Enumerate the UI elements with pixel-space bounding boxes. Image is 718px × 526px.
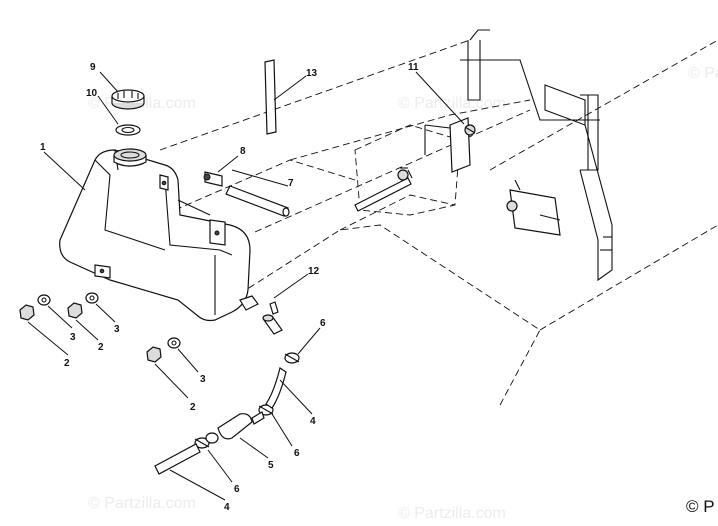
washer (37, 292, 181, 349)
bolt-head (506, 200, 518, 212)
copyright-mark: © P (686, 497, 715, 516)
fuel-line-long (354, 167, 413, 212)
callout-7: 7 (288, 178, 294, 189)
fuel-hose-upper (265, 367, 287, 409)
watermark-text: © Partzilla.com (688, 65, 718, 82)
fuel-hose-lower (154, 443, 201, 475)
callout-labels: 1 2 2 2 3 3 3 4 4 5 6 6 6 7 8 9 10 11 12… (40, 62, 419, 513)
callout-6: 6 (234, 484, 240, 495)
callout-3: 3 (200, 374, 206, 385)
callout-2: 2 (64, 358, 70, 369)
callout-9: 9 (90, 62, 96, 73)
frame-uprights (460, 29, 613, 282)
watermark-text: © Partzilla.com (398, 95, 506, 112)
callout-4: 4 (224, 502, 230, 513)
shutoff-valve (262, 301, 283, 335)
callout-3: 3 (70, 332, 76, 343)
mount-bracket-upper (424, 117, 471, 173)
callout-4: 4 (310, 416, 316, 427)
callout-13: 13 (306, 68, 318, 79)
hose-clamp-upper (284, 352, 300, 364)
watermark-text: © Partzilla.com (88, 495, 196, 512)
callout-6: 6 (320, 318, 326, 329)
callout-8: 8 (240, 146, 246, 157)
callout-5: 5 (268, 460, 274, 471)
fuel-cap (111, 89, 145, 110)
callout-2: 2 (190, 402, 196, 413)
watermark-layer: © Partzilla.com © Partzilla.com © Partzi… (88, 65, 718, 522)
bolt-11 (464, 124, 476, 136)
nut (19, 302, 162, 363)
cap-gasket (115, 124, 141, 136)
callout-6: 6 (294, 448, 300, 459)
callout-3: 3 (114, 324, 120, 335)
mount-bracket-right (506, 179, 561, 236)
watermark-text: © Partzilla.com (398, 505, 506, 522)
callout-2: 2 (98, 342, 104, 353)
callout-12: 12 (308, 266, 320, 277)
decal-strip (264, 59, 277, 135)
vent-fitting (203, 171, 223, 187)
callout-1: 1 (40, 142, 46, 153)
leader-lines (27, 71, 465, 501)
fuel-tank (59, 148, 259, 322)
vent-hose (225, 185, 290, 217)
callout-11: 11 (408, 62, 419, 73)
callout-10: 10 (86, 88, 98, 99)
vehicle-frame (159, 39, 718, 406)
fuel-filter (205, 411, 265, 444)
